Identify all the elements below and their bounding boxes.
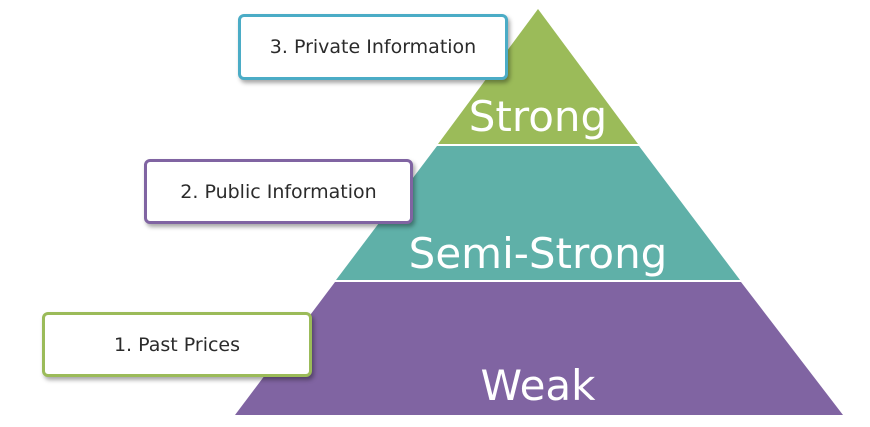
callout-public-information: 2. Public Information — [144, 159, 413, 224]
tier-weak-label: Weak — [481, 361, 597, 410]
tier-weak-shape — [235, 282, 843, 415]
callout-past-text: 1. Past Prices — [113, 333, 241, 356]
tier-strong-shape — [438, 9, 638, 144]
callout-past-prices: 1. Past Prices — [42, 312, 312, 377]
callout-private-text: 3. Private Information — [269, 36, 477, 58]
tier-semi-strong-shape — [336, 146, 740, 280]
tier-strong-label: Strong — [469, 92, 607, 141]
callout-private-information: 3. Private Information — [238, 14, 508, 80]
callout-public-text: 2. Public Information — [180, 180, 377, 203]
tier-semi-strong-label: Semi-Strong — [409, 229, 668, 278]
